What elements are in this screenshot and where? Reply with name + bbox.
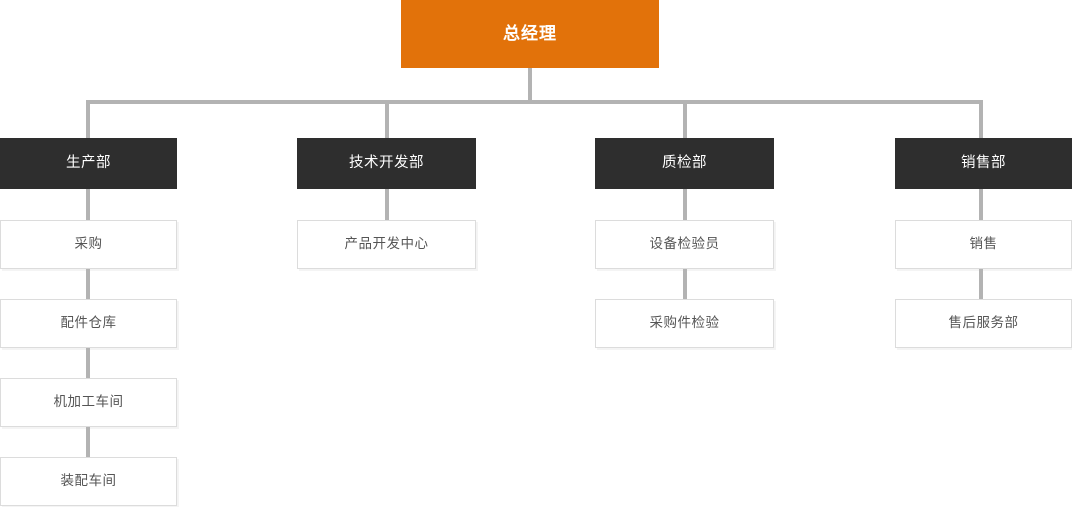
node-leaf-purchasing-label: 采购 xyxy=(74,236,103,253)
connector-c4-d2 xyxy=(979,269,983,299)
node-leaf-assembly-workshop[interactable]: 装配车间 xyxy=(0,457,177,506)
node-leaf-parts-warehouse[interactable]: 配件仓库 xyxy=(0,299,177,348)
node-leaf-after-sales-service-label: 售后服务部 xyxy=(948,315,1019,332)
node-dept-sales[interactable]: 销售部 xyxy=(895,138,1072,189)
connector-drop-dept-1 xyxy=(86,100,90,138)
node-dept-technical-development[interactable]: 技术开发部 xyxy=(297,138,476,189)
connector-c1-d2 xyxy=(86,269,90,299)
connector-c4-d1 xyxy=(979,189,983,220)
node-leaf-product-development-center-label: 产品开发中心 xyxy=(344,236,429,253)
node-leaf-assembly-workshop-label: 装配车间 xyxy=(60,473,117,490)
node-leaf-sales[interactable]: 销售 xyxy=(895,220,1072,269)
connector-root-stem xyxy=(528,68,532,102)
connector-c3-d2 xyxy=(683,269,687,299)
connector-c3-d1 xyxy=(683,189,687,220)
node-leaf-after-sales-service[interactable]: 售后服务部 xyxy=(895,299,1072,348)
node-dept-technical-development-label: 技术开发部 xyxy=(349,154,424,171)
connector-c2-d1 xyxy=(385,189,389,220)
node-leaf-purchasing[interactable]: 采购 xyxy=(0,220,177,269)
connector-c1-d4 xyxy=(86,427,90,457)
node-dept-production[interactable]: 生产部 xyxy=(0,138,177,189)
node-dept-quality-inspection[interactable]: 质检部 xyxy=(595,138,774,189)
connector-drop-dept-4 xyxy=(979,100,983,138)
node-leaf-equipment-inspector-label: 设备检验员 xyxy=(649,236,720,253)
connector-horizontal-bus xyxy=(86,100,983,104)
node-leaf-machining-workshop-label: 机加工车间 xyxy=(53,394,124,411)
node-dept-quality-inspection-label: 质检部 xyxy=(662,154,707,171)
node-leaf-parts-warehouse-label: 配件仓库 xyxy=(60,315,117,332)
connector-drop-dept-2 xyxy=(385,100,389,138)
node-leaf-equipment-inspector[interactable]: 设备检验员 xyxy=(595,220,774,269)
node-leaf-purchased-parts-inspection-label: 采购件检验 xyxy=(649,315,720,332)
connector-c1-d1 xyxy=(86,189,90,220)
node-leaf-product-development-center[interactable]: 产品开发中心 xyxy=(297,220,476,269)
node-leaf-sales-label: 销售 xyxy=(969,236,998,253)
node-dept-sales-label: 销售部 xyxy=(961,154,1006,171)
node-leaf-machining-workshop[interactable]: 机加工车间 xyxy=(0,378,177,427)
node-dept-production-label: 生产部 xyxy=(66,154,111,171)
connector-drop-dept-3 xyxy=(683,100,687,138)
node-root-general-manager[interactable]: 总经理 xyxy=(401,0,659,68)
connector-c1-d3 xyxy=(86,348,90,378)
node-root-label: 总经理 xyxy=(503,23,557,44)
node-leaf-purchased-parts-inspection[interactable]: 采购件检验 xyxy=(595,299,774,348)
